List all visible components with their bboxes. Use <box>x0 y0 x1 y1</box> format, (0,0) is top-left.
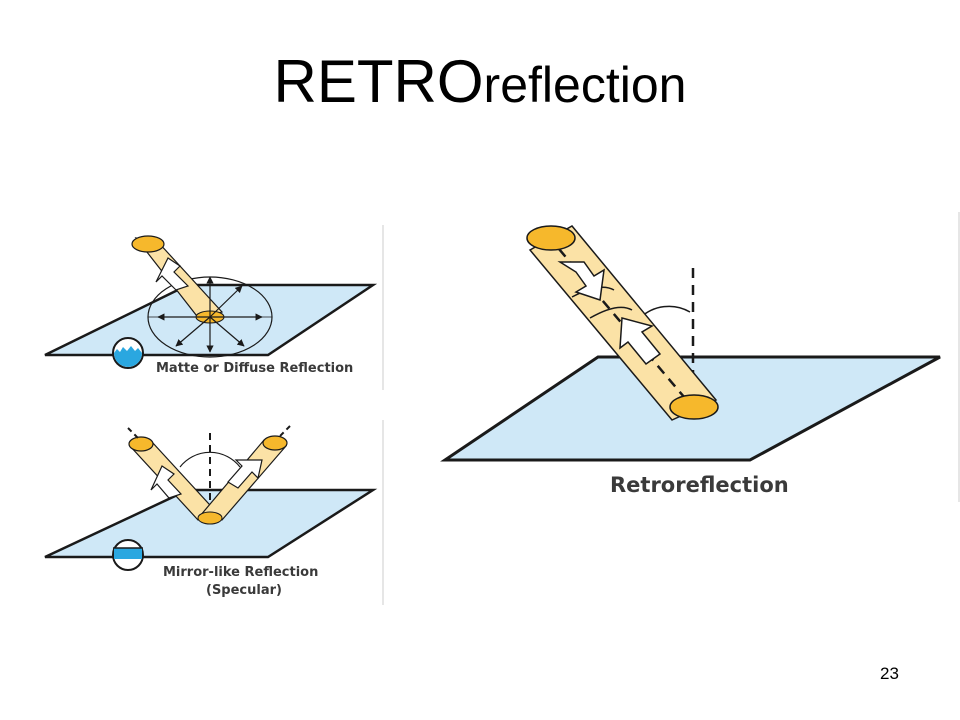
matte-incident-beam <box>131 235 224 321</box>
incoming-arrow-icon <box>557 261 605 301</box>
smooth-surface-icon <box>112 539 144 571</box>
mirror-label-line2: (Specular) <box>206 583 282 598</box>
retro-beam <box>526 225 719 421</box>
incident-arrow-icon <box>155 257 190 291</box>
mirror-reflected-beam <box>198 425 291 521</box>
incident-arrow-icon <box>150 465 183 499</box>
diffuse-scatter-arrows <box>157 276 263 353</box>
title-main: RETRO <box>273 48 484 115</box>
reflected-arrow-icon <box>227 459 263 489</box>
rough-surface-icon <box>112 337 144 369</box>
matte-diffuse-diagram: Matte or Diffuse Reflection <box>44 235 378 376</box>
retro-label: Retroreflection <box>610 473 789 497</box>
mirror-incident-beam <box>127 427 222 521</box>
title-suffix: reflection <box>483 57 687 113</box>
mirror-specular-diagram: Mirror-like Reflection (Specular) <box>44 425 378 598</box>
matte-label: Matte or Diffuse Reflection <box>156 361 353 376</box>
mirror-label-line1: Mirror-like Reflection <box>163 565 318 580</box>
returning-arrow-icon <box>619 317 662 366</box>
retroreflection-diagram: Retroreflection <box>440 225 941 497</box>
slide-number: 23 <box>880 664 899 683</box>
slide-title: RETROreflection <box>0 52 960 112</box>
